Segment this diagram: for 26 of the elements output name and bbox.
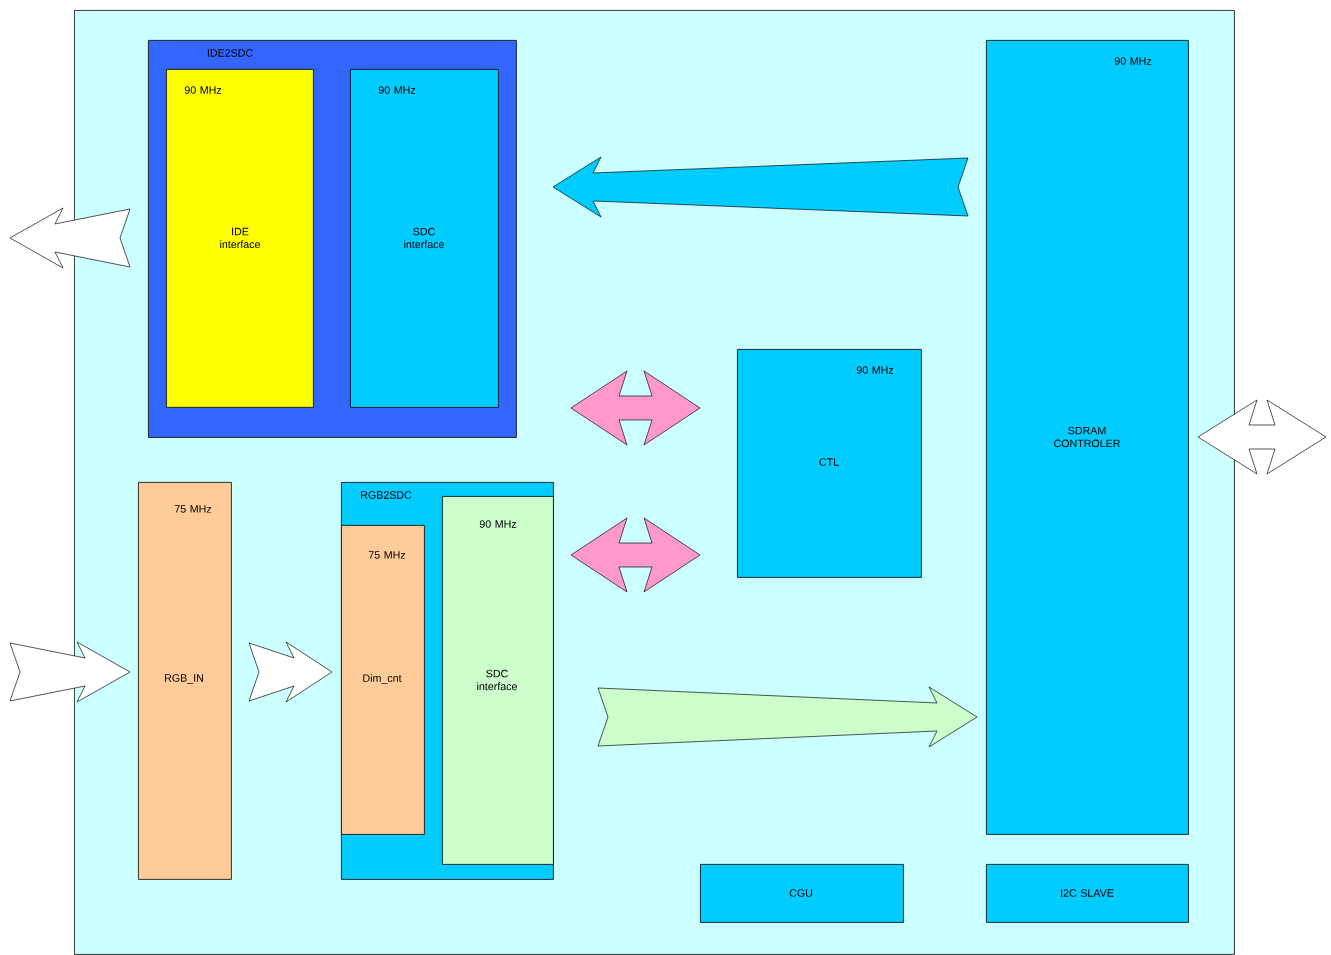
clock-label: 90 MHz	[378, 86, 416, 94]
block-label: RGB_IN	[165, 674, 203, 684]
block-arrow	[9, 207, 131, 269]
clock-label: 90 MHz	[479, 520, 517, 528]
block-label: I2C SLAVE	[1061, 889, 1114, 897]
block-arrow	[9, 641, 131, 703]
block-arrow	[248, 641, 333, 703]
block-label: SDC interface	[404, 227, 444, 249]
double-block-arrow	[1197, 399, 1327, 475]
block-arrow	[597, 686, 978, 748]
module-title: IDE2SDC	[207, 49, 253, 57]
block-label: CTL	[819, 458, 839, 466]
block-label: IDE interface	[220, 227, 260, 249]
clock-label: 90 MHz	[856, 366, 894, 374]
double-block-arrow	[570, 517, 701, 593]
block-label: SDRAM CONTROLER	[1054, 426, 1120, 448]
block-label: Dim_cnt	[363, 674, 402, 684]
block-arrow	[552, 156, 969, 218]
clock-label: 75 MHz	[368, 551, 406, 559]
double-block-arrow	[570, 370, 701, 446]
clock-label: 75 MHz	[174, 505, 212, 513]
clock-label: 90 MHz	[1114, 57, 1152, 65]
module-title: RGB2SDC	[361, 491, 412, 499]
clock-label: 90 MHz	[184, 86, 222, 94]
block-label: CGU	[789, 889, 813, 897]
block-label: SDC interface	[477, 669, 517, 691]
